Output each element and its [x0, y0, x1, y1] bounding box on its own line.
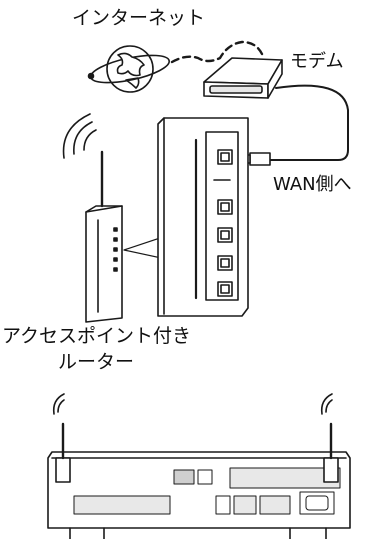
av-receiver-rear [47, 451, 351, 539]
modem-label: モデム [290, 51, 344, 72]
lan-port-4 [217, 281, 233, 297]
lan-port-3 [217, 255, 233, 271]
lan-port-2 [217, 227, 233, 243]
globe-icon [87, 45, 170, 93]
wireless-link-dashed [170, 40, 264, 64]
router-port-panel [157, 117, 249, 317]
wan-side-label: WAN側へ [273, 174, 352, 195]
modem-device [203, 57, 283, 99]
ethernet-cable-wan [269, 84, 349, 161]
router-label-line1: アクセスポイント付き [2, 325, 192, 347]
wifi-signal-icon [62, 113, 97, 159]
antenna-left [52, 393, 71, 483]
ethernet-port-icon [217, 149, 233, 165]
lan-port-1 [217, 199, 233, 215]
internet-label: インターネット [72, 7, 206, 29]
antenna-right [320, 393, 339, 483]
router-label-line2: ルーター [58, 351, 135, 373]
router-device [85, 150, 123, 323]
